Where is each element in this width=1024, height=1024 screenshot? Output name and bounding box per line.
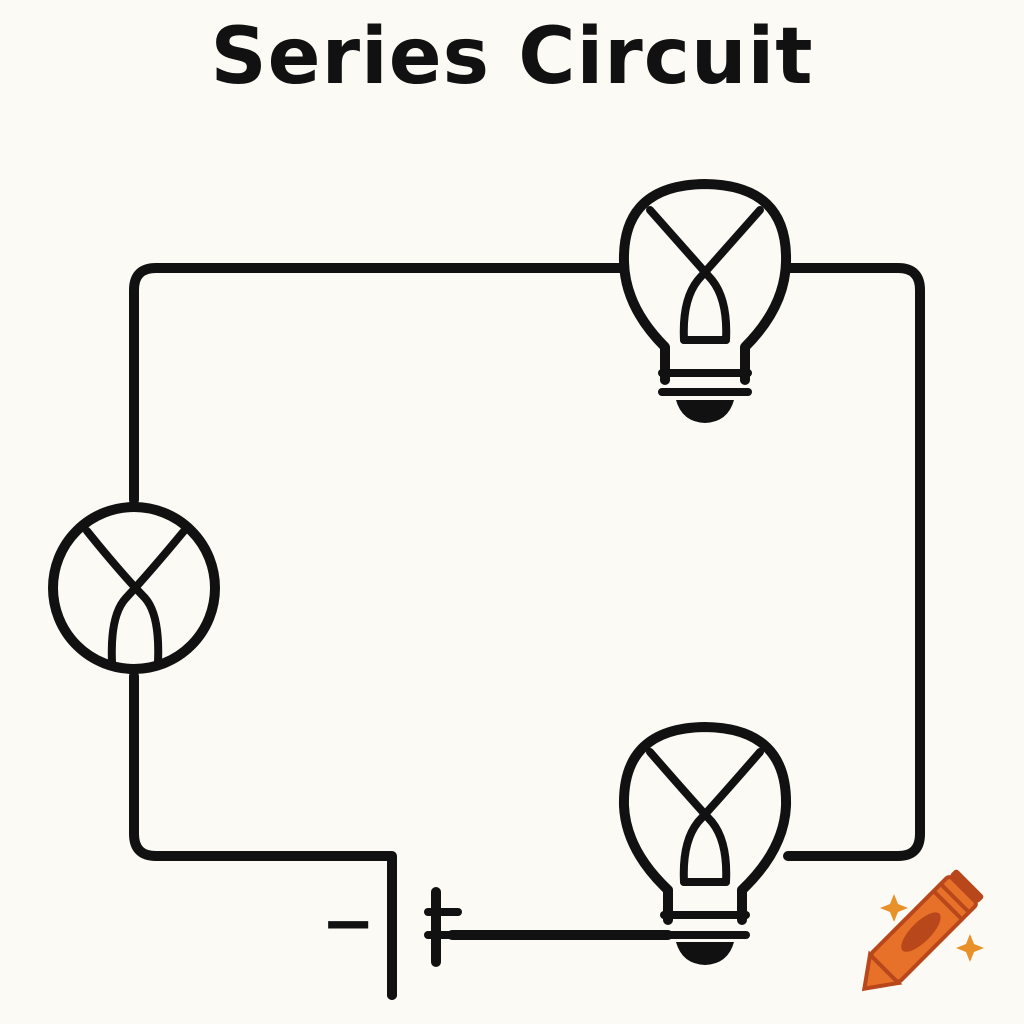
wire-left-bottom bbox=[129, 671, 397, 1000]
wire-top-right bbox=[783, 263, 925, 861]
sparkle-icon-bottom bbox=[956, 934, 984, 962]
wire-top-left bbox=[129, 263, 627, 505]
light-bulb-icon-top bbox=[618, 179, 792, 423]
light-bulb-icon-bottom bbox=[618, 722, 792, 965]
battery-negative-label: − bbox=[321, 887, 375, 961]
crayon-icon bbox=[861, 869, 984, 992]
diagram-title: Series Circuit bbox=[210, 12, 814, 102]
sparkle-icon-top bbox=[880, 894, 908, 922]
battery-symbol-icon bbox=[387, 855, 462, 1000]
circuit-wires bbox=[129, 263, 925, 1000]
lamp-symbol-icon bbox=[48, 502, 220, 674]
